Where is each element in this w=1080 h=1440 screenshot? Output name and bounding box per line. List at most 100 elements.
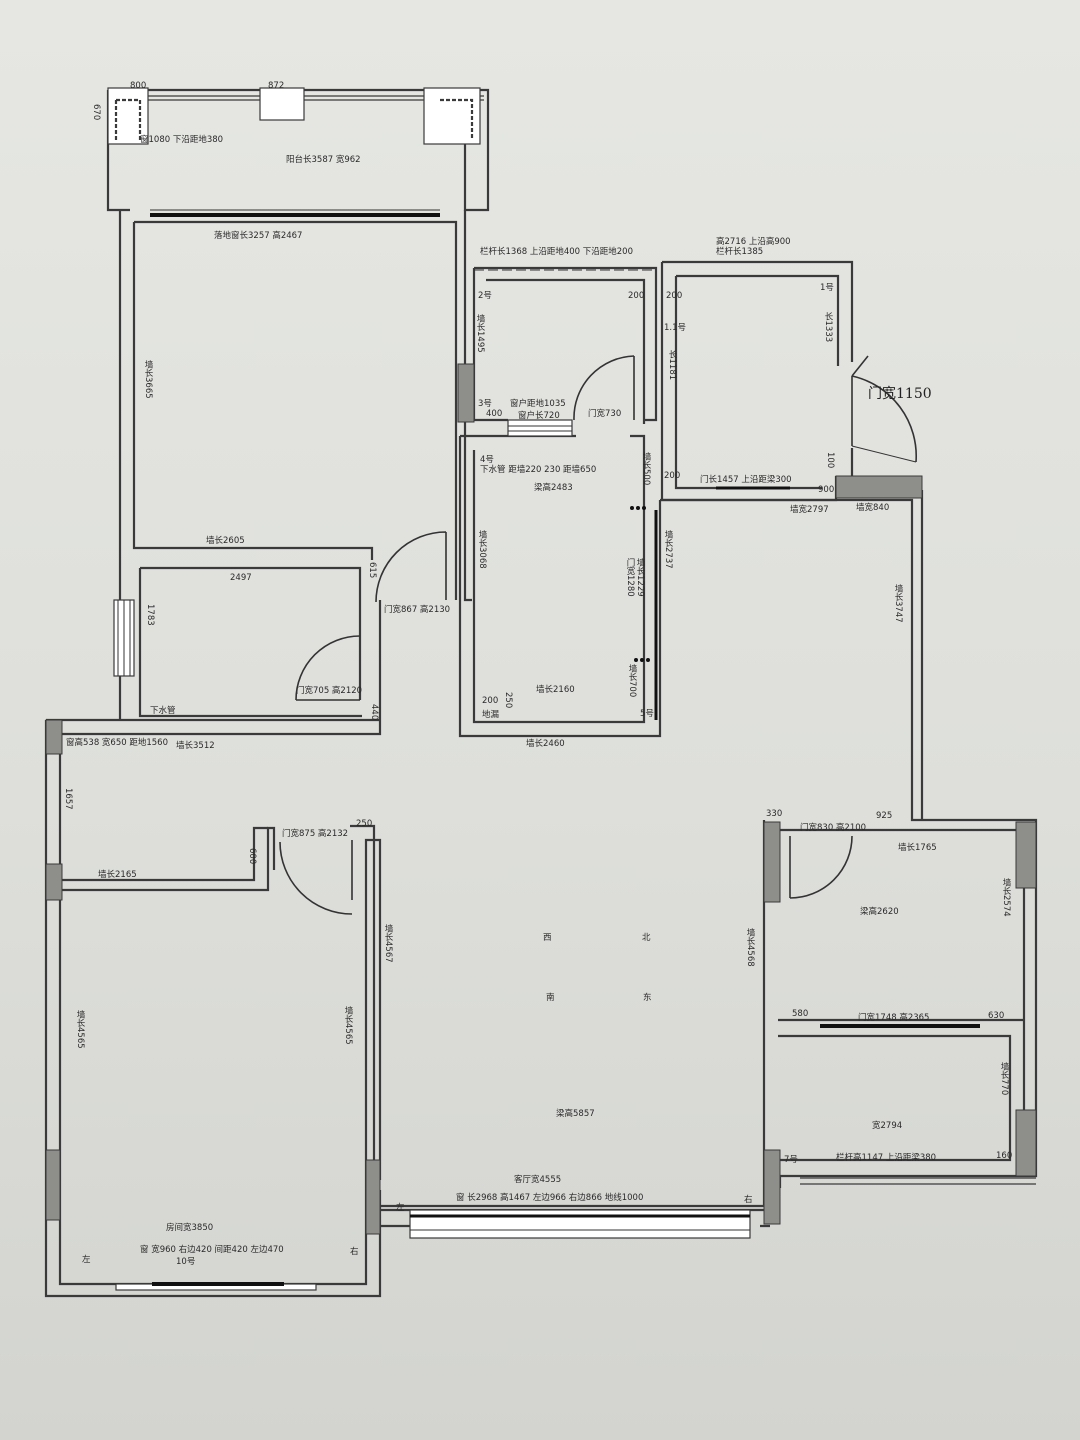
wall-3747: 墙长3747	[893, 583, 903, 622]
sunroom-770: 墙长770	[999, 1061, 1009, 1095]
annotations: 800 872 670 窗1080 下沿距地380 阳台长3587 宽962 落…	[63, 81, 1012, 1267]
kitchen-wall: 墙长3068	[477, 529, 487, 568]
living-window: 窗 长2968 高1467 左边966 右边866 地线1000	[456, 1192, 643, 1203]
living-left: 左	[396, 1202, 405, 1213]
kitchen-outer: 墙长2460	[526, 738, 565, 749]
room1-top: 高2716 上沿高900	[716, 236, 791, 247]
balcony-pillar-left	[107, 87, 149, 145]
direction-west: 西	[543, 933, 552, 943]
room2-wall: 墙长1495	[475, 313, 485, 352]
master-wall-bottom: 墙长2605	[206, 535, 245, 546]
direction-north: 北	[642, 933, 651, 943]
room1-wall-right: 长1333	[823, 311, 833, 342]
kitchen-door: 门宽1280	[625, 557, 635, 596]
room10-wall-right: 墙长4565	[343, 1005, 353, 1044]
balcony-pillar-mid	[259, 87, 305, 121]
dim-balcony-top-b: 872	[268, 81, 284, 91]
wall-1657: 1657	[63, 788, 73, 810]
room2-200: 200	[628, 291, 644, 301]
corridor-length: 墙长2737	[663, 529, 673, 568]
living-beam: 梁高5857	[556, 1108, 595, 1119]
balcony	[106, 87, 490, 217]
kitchen-wall-bottom: 墙长2160	[536, 684, 575, 695]
small-room-height: 1783	[145, 604, 155, 626]
pipe-markers	[630, 506, 650, 662]
wall-840: 墙宽840	[856, 502, 889, 513]
dim-balcony-left: 670	[91, 104, 101, 120]
bedroom-sliding: 门宽1748 高2365	[858, 1012, 929, 1023]
kitchen-pipe: 下水管 距墙220 230 距墙650	[480, 464, 596, 475]
bedroom-wall-top: 墙长1765	[898, 842, 937, 853]
room2-door: 门宽730	[588, 408, 621, 419]
wall-3512: 墙长3512	[176, 740, 215, 751]
dim-balcony-top-a: 800	[130, 81, 146, 91]
door-875: 门宽875 高2132	[282, 828, 348, 839]
dim-440: 440	[369, 704, 379, 720]
room10-right: 右	[350, 1246, 359, 1257]
living-width: 客厅宽4555	[514, 1174, 561, 1185]
direction-east: 东	[643, 992, 652, 1003]
room1-1-1: 1.1号	[664, 323, 686, 333]
balcony-window-note: 窗1080 下沿距地380	[140, 134, 223, 145]
kitchen-floor-drain: 地漏	[482, 709, 500, 720]
dim-600: 600	[247, 848, 257, 864]
kitchen-5: 5号	[640, 709, 654, 719]
sunroom-number: 7号	[784, 1155, 798, 1165]
room10-wall-left: 墙长4565	[75, 1009, 85, 1048]
room2-400: 400	[486, 409, 502, 419]
master-wall-left: 墙长3665	[143, 359, 153, 398]
doors	[279, 355, 918, 915]
room2-window: 窗户距地1035	[510, 398, 566, 409]
sunroom-160: 160	[996, 1151, 1012, 1161]
room1-200b: 200	[664, 471, 680, 481]
living-wall-right: 墙长4568	[745, 927, 755, 966]
room10-width: 房间宽3850	[166, 1222, 213, 1233]
dim-900: 900	[818, 485, 834, 495]
sunroom-width: 宽2794	[872, 1120, 902, 1131]
kitchen-beam: 梁高2483	[534, 482, 573, 493]
room2-window-len: 窗户长720	[518, 410, 560, 421]
room10-left: 左	[82, 1254, 91, 1265]
balcony-size-note: 阳台长3587 宽962	[286, 154, 361, 165]
windows	[113, 419, 980, 1291]
pillars	[45, 363, 1037, 1235]
dim-615: 615	[367, 562, 377, 578]
walls	[44, 210, 1038, 1298]
room10-window: 窗 宽960 右边420 间距420 左边470	[140, 1244, 284, 1255]
bedroom-580: 580	[792, 1009, 808, 1019]
french-window-note: 落地窗长3257 高2467	[214, 230, 302, 241]
sunroom-rail: 栏杆高1147 上沿距梁380	[836, 1152, 936, 1163]
room1-wall-left: 长1181	[667, 349, 677, 380]
room1-100: 100	[825, 452, 835, 468]
bedroom-door: 门宽830 高2100	[800, 822, 866, 833]
room2-3: 3号	[478, 399, 492, 409]
kitchen-number: 4号	[480, 455, 494, 465]
small-room-door: 门宽705 高2120	[296, 685, 362, 696]
small-room-width: 2497	[230, 573, 252, 583]
bedroom-630: 630	[988, 1011, 1004, 1021]
room1-200: 200	[666, 291, 682, 301]
rail-note: 栏杆长1368 上沿距地400 下沿距地200	[480, 246, 633, 257]
bedroom-beam: 梁高2620	[860, 906, 899, 917]
small-room-pipe: 下水管	[150, 705, 176, 716]
entry-door-width: 门宽1150	[868, 385, 932, 402]
living-wall-left: 墙长4567	[383, 923, 393, 962]
west-window: 窗高538 宽650 距地1560	[66, 737, 168, 748]
room1-rail: 栏杆长1385	[716, 246, 763, 257]
kitchen-200: 200	[482, 696, 498, 706]
living-right: 右	[744, 1194, 753, 1205]
dim-250: 250	[356, 819, 372, 829]
wall-2165: 墙长2165	[98, 869, 137, 880]
kitchen-wall-right: 墙长500	[641, 451, 651, 485]
room10-number: 10号	[176, 1257, 195, 1267]
room1-number: 1号	[820, 283, 834, 293]
kitchen-250: 250	[503, 692, 513, 708]
room2-number: 2号	[478, 291, 492, 301]
kitchen-wall-1229: 墙长1229	[635, 557, 645, 596]
kitchen-wall-700: 墙长700	[627, 663, 637, 697]
bedroom-wall-right: 墙长2574	[1001, 877, 1011, 916]
bedroom-925: 925	[876, 811, 892, 821]
balcony-pillar-right	[423, 87, 481, 145]
door-867: 门宽867 高2130	[384, 604, 450, 615]
